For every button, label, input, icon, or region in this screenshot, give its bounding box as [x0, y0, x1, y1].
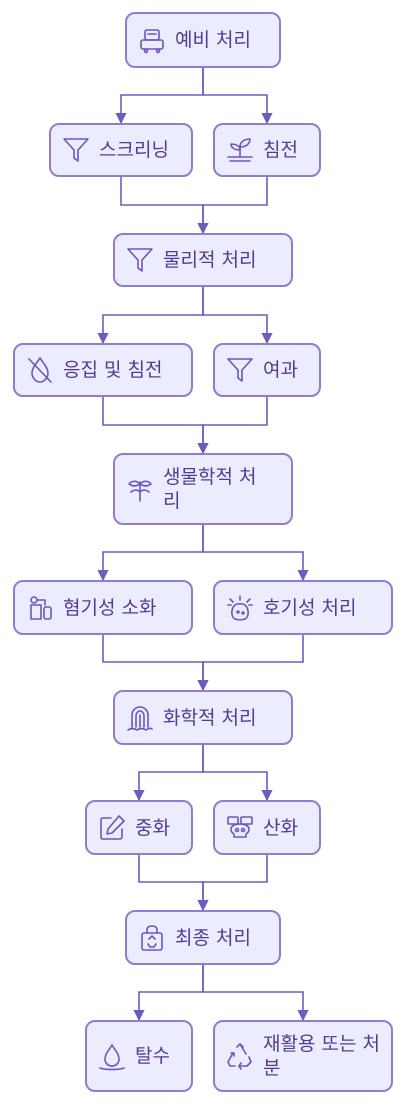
node-label: 침전	[263, 139, 298, 161]
node-label: 생물학적 처리	[163, 466, 257, 512]
node-label: 최종 처리	[175, 926, 251, 949]
no-water-icon	[28, 357, 52, 383]
node-label: 재활용 또는 처분	[263, 1033, 380, 1079]
edge-anaerobic-chemical	[102, 635, 209, 692]
edge-biological-anaerobic	[97, 525, 204, 582]
edge-oxidation-final	[197, 855, 268, 912]
edit-icon	[100, 814, 125, 840]
edge-biological-aerobic	[202, 525, 309, 582]
node-biological[interactable]: 생물학적 처리	[113, 453, 293, 525]
node-screening[interactable]: 스크리닝	[49, 123, 193, 177]
node-label: 산화	[263, 816, 298, 839]
node-filtration[interactable]: 여과	[213, 343, 321, 397]
node-label: 예비 처리	[175, 29, 251, 51]
node-preliminary[interactable]: 예비 처리	[125, 12, 281, 68]
truck-icon	[140, 29, 164, 54]
skull-icon	[227, 815, 253, 838]
bacteria-icon	[227, 594, 253, 621]
node-label: 중화	[135, 816, 170, 839]
funnel-icon	[227, 358, 253, 382]
edge-aerobic-chemical	[197, 635, 304, 692]
edge-physical-coagulation	[97, 287, 204, 345]
node-coagulation[interactable]: 응집 및 침전	[13, 343, 193, 397]
droplet-icon	[99, 1044, 125, 1071]
node-physical[interactable]: 물리적 처리	[113, 233, 293, 287]
node-label: 호기성 처리	[263, 596, 357, 619]
node-dewatering[interactable]: 탈수	[85, 1020, 193, 1092]
edge-screening-physical	[120, 177, 209, 235]
plant-icon	[128, 480, 152, 502]
edge-physical-filtration	[202, 287, 273, 345]
edge-preliminary-screening	[115, 68, 204, 125]
edge-filtration-biological	[197, 397, 268, 455]
node-reuse[interactable]: 재활용 또는 처분	[213, 1020, 393, 1092]
node-final[interactable]: 최종 처리	[125, 910, 281, 965]
node-chemical[interactable]: 화학적 처리	[113, 690, 293, 745]
edge-neutralization-final	[138, 855, 209, 912]
node-label: 물리적 처리	[163, 249, 257, 271]
fingerprint-icon	[127, 705, 153, 731]
seedling-icon	[227, 138, 253, 162]
edge-final-reuse	[202, 965, 309, 1022]
node-oxidation[interactable]: 산화	[213, 800, 321, 855]
node-label: 화학적 처리	[163, 706, 257, 729]
edge-chemical-oxidation	[202, 745, 273, 802]
node-label: 탈수	[135, 1045, 170, 1067]
node-sedimentation[interactable]: 침전	[213, 123, 321, 177]
recycle-icon	[227, 1043, 252, 1070]
edge-preliminary-sedimentation	[202, 68, 273, 125]
node-label: 여과	[263, 359, 298, 381]
funnel-icon	[63, 138, 89, 162]
node-label: 응집 및 침전	[63, 359, 163, 381]
edge-coagulation-biological	[102, 397, 209, 455]
node-neutralization[interactable]: 중화	[85, 800, 193, 855]
sprayer-icon	[30, 595, 52, 620]
recycle-bag-icon	[141, 924, 163, 951]
node-label: 혐기성 소화	[63, 596, 157, 619]
node-anaerobic[interactable]: 혐기성 소화	[13, 580, 193, 635]
node-label: 스크리닝	[99, 139, 169, 161]
edge-chemical-neutralization	[133, 745, 204, 802]
edge-sedimentation-physical	[197, 177, 268, 235]
edge-final-dewatering	[133, 965, 204, 1022]
funnel-icon	[127, 248, 153, 272]
node-aerobic[interactable]: 호기성 처리	[213, 580, 393, 635]
